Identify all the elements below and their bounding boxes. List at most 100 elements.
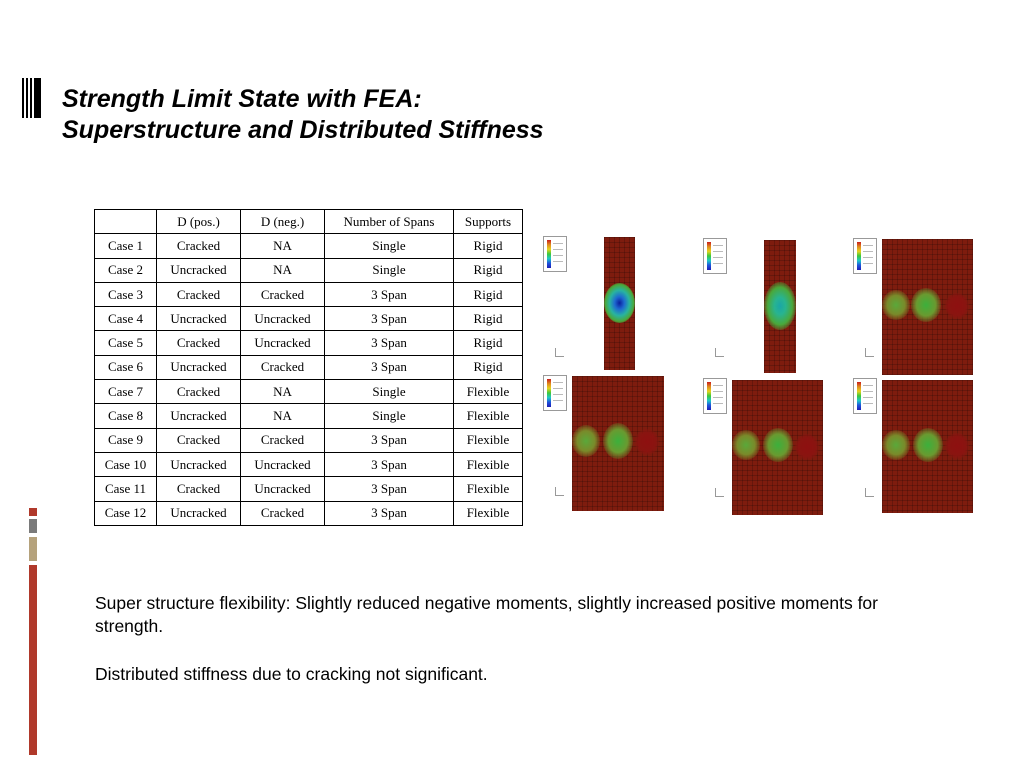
table-cell: Case 3	[94, 281, 157, 308]
accent-bar-gray	[29, 519, 37, 533]
table-cell: Rigid	[453, 233, 523, 259]
legend-icon	[853, 238, 877, 274]
table-cell: 3 Span	[324, 427, 454, 453]
accent-bar-long	[29, 565, 37, 755]
contour-blob	[604, 283, 635, 323]
fea-plot-5	[703, 378, 826, 518]
table-cell: Cracked	[156, 233, 241, 259]
table-cell: Rigid	[453, 281, 523, 308]
table-cell: Uncracked	[240, 306, 325, 332]
legend-icon	[703, 378, 727, 414]
table-cell: Flexible	[453, 403, 523, 429]
title-line-1: Strength Limit State with FEA:	[62, 85, 422, 113]
table-cell: Uncracked	[156, 451, 241, 478]
table-cell: 3 Span	[324, 500, 454, 526]
axis-triad-icon	[715, 488, 724, 497]
table-cell: Case 12	[94, 500, 157, 526]
table-cell: Case 4	[94, 306, 157, 332]
table-cell: Uncracked	[156, 500, 241, 526]
table-row: Case 12 Uncracked Cracked 3 Span Flexibl…	[94, 500, 523, 526]
contour-blob	[945, 433, 969, 459]
table-cell: Rigid	[453, 354, 523, 381]
contour-blob	[635, 429, 659, 455]
table-row: Case 11 Cracked Uncracked 3 Span Flexibl…	[94, 476, 523, 502]
table-cell: Uncracked	[156, 354, 241, 381]
legend-icon	[703, 238, 727, 274]
table-cell: Cracked	[156, 379, 241, 405]
table-cell: NA	[240, 403, 325, 429]
header-cell: Number of Spans	[324, 208, 454, 235]
legend-icon	[853, 378, 877, 414]
table-cell: Single	[324, 403, 454, 429]
header-cell: Supports	[453, 208, 523, 235]
table-row: Case 2 Uncracked NA Single Rigid	[94, 257, 523, 283]
table-cell: Cracked	[240, 281, 325, 308]
legend-icon	[543, 236, 567, 272]
table-cell: Rigid	[453, 330, 523, 356]
axis-triad-icon	[555, 348, 564, 357]
table-cell: Cracked	[240, 500, 325, 526]
cases-table: D (pos.) D (neg.) Number of Spans Suppor…	[94, 208, 523, 526]
table-cell: Uncracked	[156, 306, 241, 332]
table-row: Case 8 Uncracked NA Single Flexible	[94, 403, 523, 429]
header-cell: D (pos.)	[156, 208, 241, 235]
table-row: Case 4 Uncracked Uncracked 3 Span Rigid	[94, 306, 523, 332]
legend-icon	[543, 375, 567, 411]
contour-blob	[763, 428, 793, 462]
fea-plot-3	[853, 238, 976, 378]
table-row: Case 10 Uncracked Uncracked 3 Span Flexi…	[94, 451, 523, 478]
table-cell: NA	[240, 257, 325, 283]
table-cell: 3 Span	[324, 330, 454, 356]
axis-triad-icon	[555, 487, 564, 496]
header-cell	[94, 208, 157, 235]
table-row: Case 5 Cracked Uncracked 3 Span Rigid	[94, 330, 523, 356]
contour-blob	[913, 428, 943, 462]
page-title: Strength Limit State with FEA: Superstru…	[62, 84, 544, 146]
table-cell: Rigid	[453, 306, 523, 332]
note-paragraph-2: Distributed stiffness due to cracking no…	[95, 664, 488, 684]
table-cell: Cracked	[156, 427, 241, 453]
title-bars-icon	[22, 78, 41, 118]
table-row: Case 6 Uncracked Cracked 3 Span Rigid	[94, 354, 523, 381]
table-cell: Cracked	[156, 281, 241, 308]
table-cell: Single	[324, 233, 454, 259]
table-cell: Cracked	[240, 354, 325, 381]
axis-triad-icon	[865, 348, 874, 357]
table-row: Case 7 Cracked NA Single Flexible	[94, 379, 523, 405]
table-cell: Case 2	[94, 257, 157, 283]
table-cell: Flexible	[453, 379, 523, 405]
table-cell: NA	[240, 379, 325, 405]
table-cell: 3 Span	[324, 354, 454, 381]
table-cell: Uncracked	[240, 476, 325, 502]
note-paragraph-1: Super structure flexibility: Slightly re…	[95, 593, 878, 636]
table-cell: Uncracked	[240, 451, 325, 478]
table-cell: Case 10	[94, 451, 157, 478]
table-cell: Single	[324, 379, 454, 405]
fea-plot-2	[703, 238, 803, 378]
contour-blob	[572, 425, 600, 457]
header-cell: D (neg.)	[240, 208, 325, 235]
fea-plot-4	[543, 375, 668, 515]
contour-blob	[882, 430, 910, 460]
table-cell: Uncracked	[156, 403, 241, 429]
table-cell: 3 Span	[324, 451, 454, 478]
axis-triad-icon	[865, 488, 874, 497]
table-row: Case 1 Cracked NA Single Rigid	[94, 233, 523, 259]
table-cell: Flexible	[453, 451, 523, 478]
axis-triad-icon	[715, 348, 724, 357]
table-cell: Uncracked	[156, 257, 241, 283]
contour-blob	[603, 423, 633, 459]
table-cell: NA	[240, 233, 325, 259]
table-cell: Cracked	[156, 476, 241, 502]
table-cell: 3 Span	[324, 306, 454, 332]
table-cell: Flexible	[453, 427, 523, 453]
contour-blob	[795, 434, 819, 460]
fea-plot-6	[853, 378, 976, 518]
table-cell: Single	[324, 257, 454, 283]
table-cell: Case 11	[94, 476, 157, 502]
table-cell: Case 9	[94, 427, 157, 453]
contour-blob	[945, 293, 969, 319]
contour-blob	[911, 288, 941, 322]
table-cell: Cracked	[240, 427, 325, 453]
accent-bar-top	[29, 508, 37, 516]
